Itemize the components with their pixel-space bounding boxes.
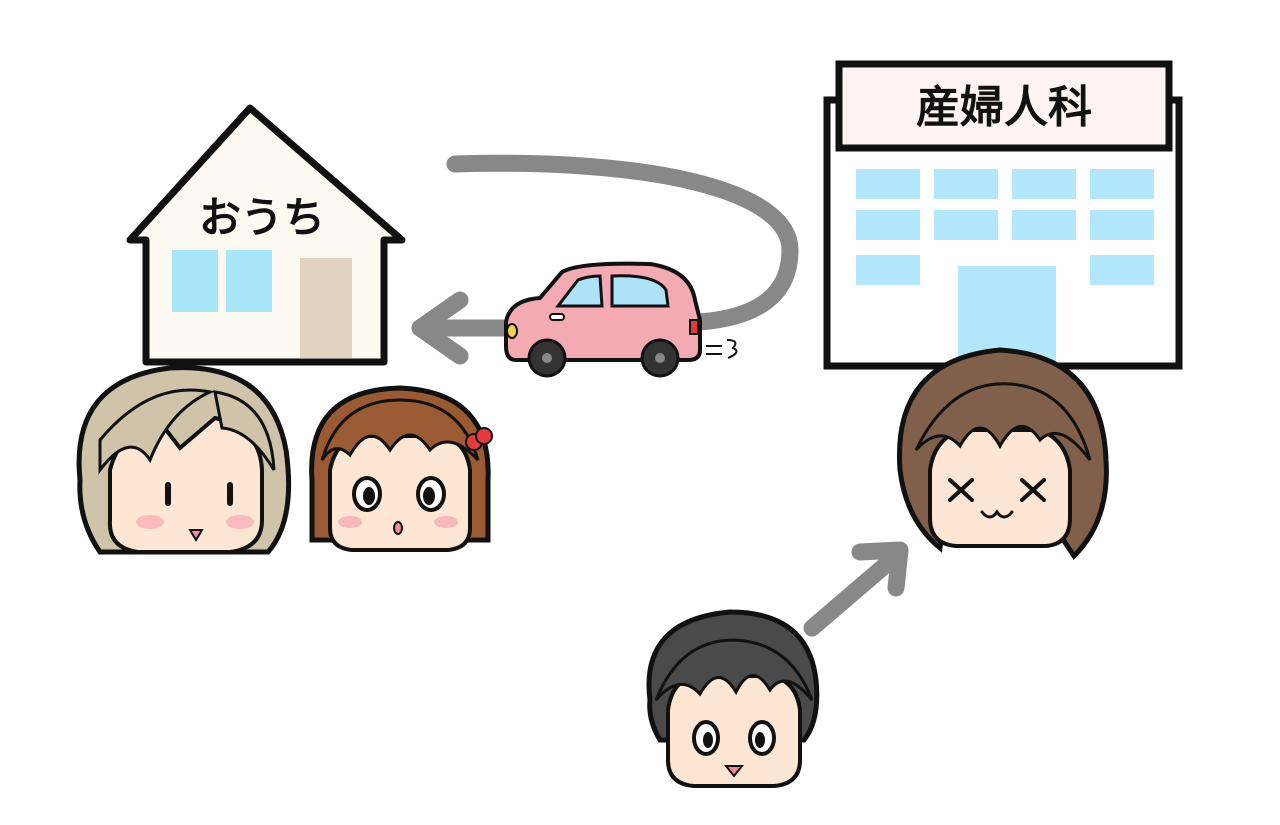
- father-face-icon: [649, 612, 817, 786]
- hospital-sign-text: 産婦人科: [916, 82, 1092, 133]
- girl-face-icon: [312, 388, 492, 550]
- grandma-face-icon: [79, 368, 289, 552]
- house-door: [300, 258, 352, 358]
- exhaust-icon: [706, 340, 737, 358]
- house-window-left: [172, 250, 218, 312]
- hospital: 産婦人科: [827, 64, 1179, 366]
- house: おうち: [130, 108, 402, 362]
- car-icon: [506, 264, 737, 376]
- hospital-entrance: [958, 266, 1056, 362]
- visit-arrow: [812, 550, 900, 628]
- house-label: おうち: [199, 193, 325, 242]
- mother-face-icon: [899, 350, 1106, 556]
- house-window-right: [226, 250, 272, 312]
